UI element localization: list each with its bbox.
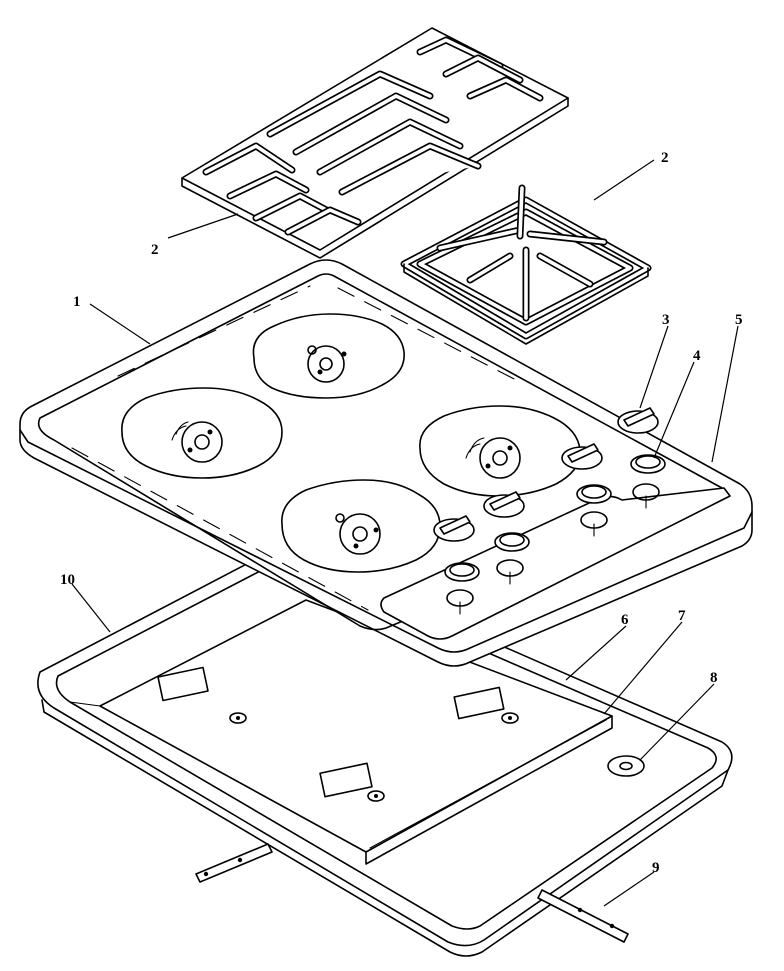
callout-2-left: 2 (151, 242, 159, 258)
callout-7: 7 (678, 608, 686, 624)
burner-pan-left (121, 387, 283, 479)
mounting-brackets (195, 843, 629, 943)
callout-8: 8 (710, 670, 718, 686)
grate-square (400, 184, 652, 345)
callout-3: 3 (662, 312, 670, 328)
burner-box (99, 599, 613, 865)
knob-bezels (444, 454, 666, 615)
burner-pan-front (281, 479, 441, 573)
burner-pan-right (419, 405, 581, 497)
cooktop-top (19, 259, 753, 667)
knob (433, 515, 475, 542)
callout-4: 4 (693, 348, 701, 364)
burner-pan-rear-left (252, 313, 405, 399)
callout-9: 9 (652, 860, 660, 876)
knob (617, 407, 659, 434)
grate-rectangular (181, 27, 569, 259)
grommet (607, 755, 645, 777)
callout-6: 6 (621, 612, 629, 628)
knob (561, 443, 603, 470)
leader-lines (71, 159, 739, 907)
callout-5: 5 (735, 312, 743, 328)
callout-1: 1 (73, 294, 81, 310)
control-knobs (433, 407, 659, 542)
callout-2-right: 2 (661, 150, 669, 166)
callout-labels: 1 2 2 3 4 5 6 7 8 9 10 (60, 150, 743, 876)
knob (483, 491, 525, 518)
callout-10: 10 (60, 572, 75, 588)
